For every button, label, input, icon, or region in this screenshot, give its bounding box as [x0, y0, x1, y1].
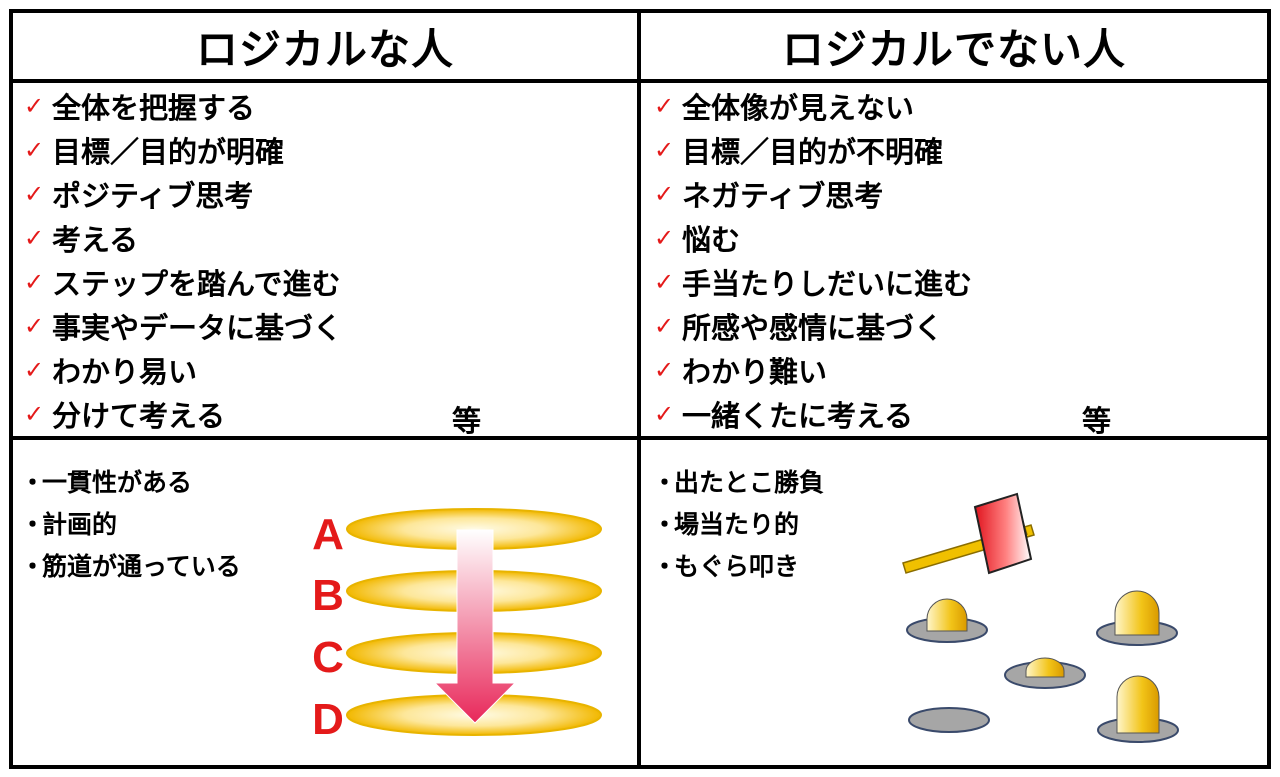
- check-icon: ✓: [654, 92, 675, 120]
- not-logical-trait-list: ✓全体像が見えない ✓目標／目的が不明確 ✓ネガティブ思考 ✓悩む ✓手当たりし…: [654, 84, 972, 436]
- list-item: ・場当たり的: [652, 502, 824, 544]
- down-arrow: [433, 529, 517, 724]
- check-icon: ✓: [24, 356, 45, 384]
- bullet-icon: ・: [652, 468, 678, 497]
- list-item: ✓考える: [24, 223, 139, 257]
- list-item: ・筋道が通っている: [20, 544, 241, 586]
- etc-label-right: 等: [1082, 404, 1112, 438]
- check-icon: ✓: [654, 136, 675, 164]
- bullet-icon: ・: [20, 510, 46, 539]
- list-item: ✓ポジティブ思考: [24, 179, 254, 213]
- header-not-logical: ロジカルでない人: [781, 24, 1126, 74]
- list-item: ✓全体を把握する: [24, 91, 256, 125]
- list-item: ・一貫性がある: [20, 460, 241, 502]
- row-divider: [9, 436, 1271, 440]
- check-icon: ✓: [24, 400, 45, 428]
- list-item: ✓わかり易い: [24, 355, 198, 389]
- mole-icon: [1097, 675, 1179, 743]
- mole-icon: [906, 598, 988, 643]
- list-item: ・出たとこ勝負: [652, 460, 824, 502]
- list-item: ✓所感や感情に基づく: [654, 311, 944, 345]
- logical-trait-list: ✓全体を把握する ✓目標／目的が明確 ✓ポジティブ思考 ✓考える ✓ステップを踏…: [24, 84, 342, 436]
- layer-label-d: D: [312, 695, 344, 744]
- check-icon: ✓: [24, 92, 45, 120]
- not-logical-summary-list: ・出たとこ勝負 ・場当たり的 ・もぐら叩き: [652, 460, 824, 586]
- check-icon: ✓: [654, 400, 675, 428]
- layer-label-a: A: [312, 510, 344, 559]
- hole-icon: [908, 707, 990, 733]
- check-icon: ✓: [654, 224, 675, 252]
- mole-icon: [1096, 590, 1178, 646]
- list-item: ✓一緒くたに考える: [654, 399, 914, 433]
- check-icon: ✓: [654, 312, 675, 340]
- layer-label-c: C: [312, 633, 344, 682]
- list-item: ✓悩む: [654, 223, 741, 257]
- list-item: ・もぐら叩き: [652, 544, 824, 586]
- bullet-icon: ・: [652, 510, 678, 539]
- bullet-icon: ・: [652, 552, 678, 581]
- list-item: ✓ステップを踏んで進む: [24, 267, 341, 301]
- list-item: ✓わかり難い: [654, 355, 828, 389]
- header-divider: [9, 79, 1271, 83]
- list-item: ✓事実やデータに基づく: [24, 311, 343, 345]
- etc-label-left: 等: [452, 404, 482, 438]
- check-icon: ✓: [654, 356, 675, 384]
- logical-summary-list: ・一貫性がある ・計画的 ・筋道が通っている: [20, 460, 241, 586]
- list-item: ✓手当たりしだいに進む: [654, 267, 973, 301]
- check-icon: ✓: [24, 224, 45, 252]
- list-item: ✓全体像が見えない: [654, 91, 915, 125]
- check-icon: ✓: [24, 312, 45, 340]
- mole-icon: [1004, 657, 1086, 689]
- check-icon: ✓: [24, 136, 45, 164]
- bullet-icon: ・: [20, 552, 46, 581]
- check-icon: ✓: [24, 268, 45, 296]
- list-item: ✓分けて考える: [24, 399, 226, 433]
- whack-a-mole-illustration: [902, 492, 1179, 743]
- column-divider: [637, 9, 641, 769]
- header-logical: ロジカルな人: [195, 24, 454, 74]
- layer-label-b: B: [312, 571, 344, 620]
- list-item: ✓目標／目的が明確: [24, 135, 285, 169]
- check-icon: ✓: [24, 180, 45, 208]
- check-icon: ✓: [654, 180, 675, 208]
- list-item: ・計画的: [20, 502, 241, 544]
- bullet-icon: ・: [20, 468, 46, 497]
- list-item: ✓目標／目的が不明確: [654, 135, 944, 169]
- list-item: ✓ネガティブ思考: [654, 179, 884, 213]
- hammer-icon: [902, 492, 1035, 575]
- layered-steps-illustration: A B C D: [312, 508, 602, 744]
- check-icon: ✓: [654, 268, 675, 296]
